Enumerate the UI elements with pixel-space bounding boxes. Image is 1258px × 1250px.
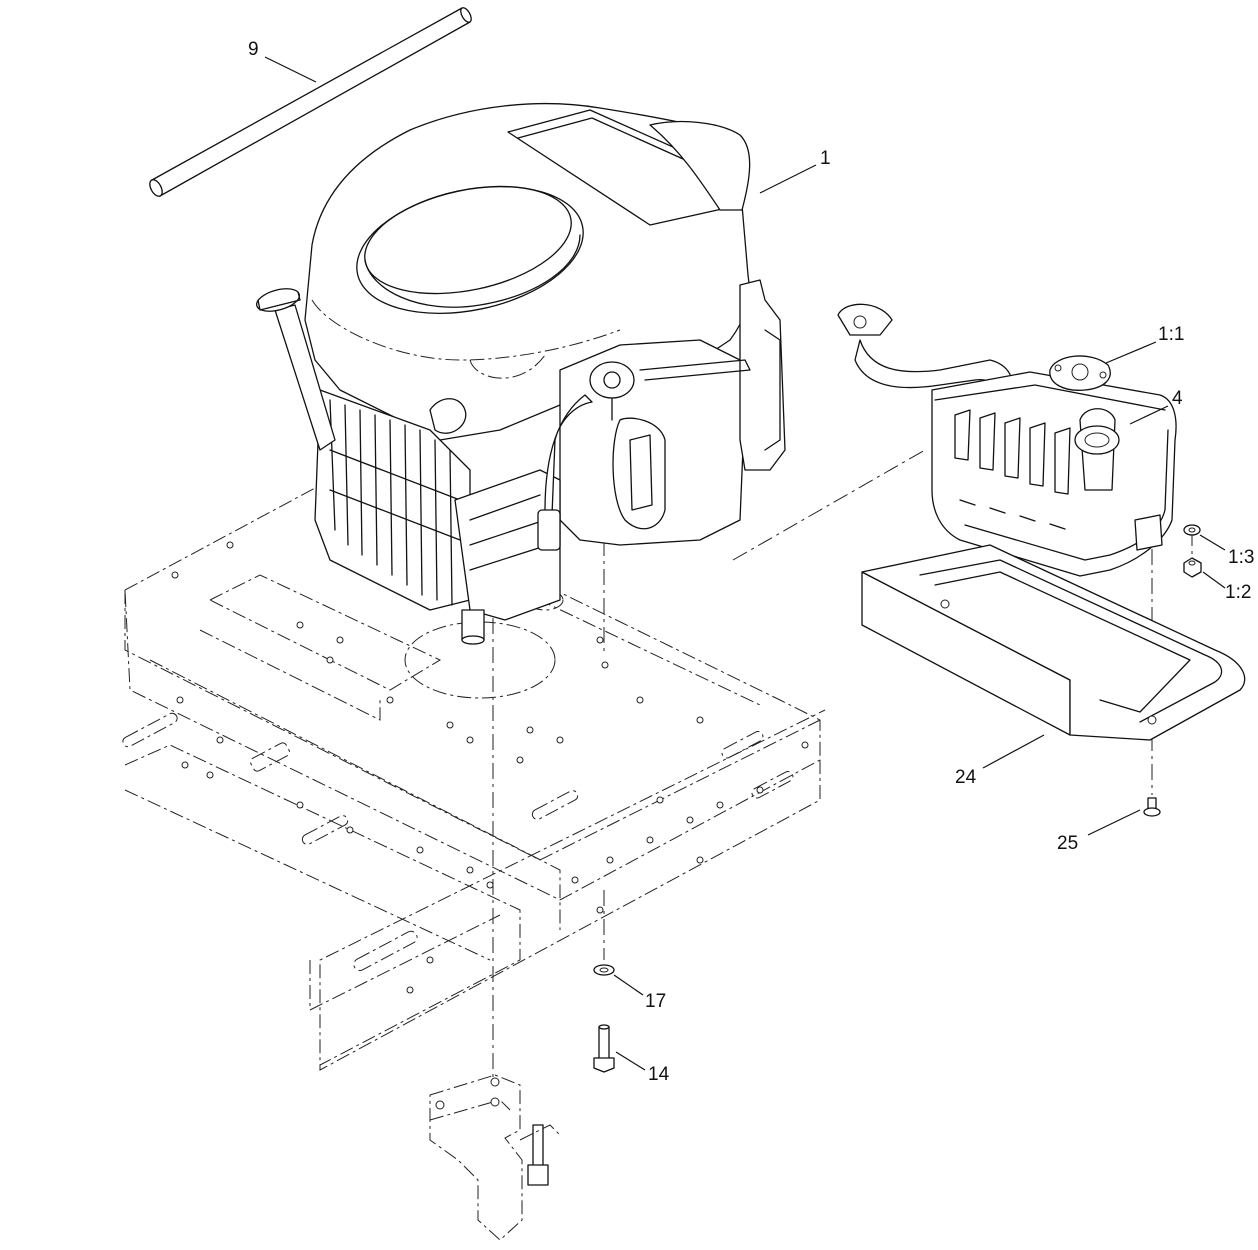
engine-mount-bracket (429, 1074, 561, 1241)
heat-shield-part (861, 544, 1246, 741)
washer-small-part (1183, 524, 1201, 536)
callout-engine-bolt: 14 (648, 1064, 670, 1085)
oil-fill-tube (255, 288, 336, 451)
fuel-pump (537, 359, 751, 551)
fuel-line-tube (149, 7, 472, 197)
callout-leaders (264, 56, 1226, 1071)
cylinder-cooling-fins (314, 389, 471, 611)
callout-muffler: 4 (1172, 388, 1183, 409)
callout-labels: 9 1 1:1 4 1:3 1:2 24 25 17 14 (248, 39, 1254, 1085)
shield-bolt-part (1143, 797, 1161, 817)
callout-nut: 1:2 (1225, 582, 1251, 603)
exhaust-gasket-part (1049, 355, 1111, 391)
engine-bolt-part (593, 1024, 615, 1073)
callout-heat-shield: 24 (955, 767, 977, 788)
callout-shield-bolt: 25 (1057, 833, 1078, 854)
callout-fuel-line: 9 (248, 39, 259, 60)
muffler-assembly (837, 303, 1177, 577)
engine-assembly (255, 102, 786, 645)
engine-washer-part (593, 964, 615, 976)
callout-exhaust-gasket: 1:1 (1158, 324, 1184, 345)
callout-engine: 1 (820, 148, 831, 169)
callout-washer-small: 1:3 (1228, 547, 1254, 568)
callout-engine-washer: 17 (645, 991, 666, 1012)
nut-part (1183, 557, 1202, 578)
